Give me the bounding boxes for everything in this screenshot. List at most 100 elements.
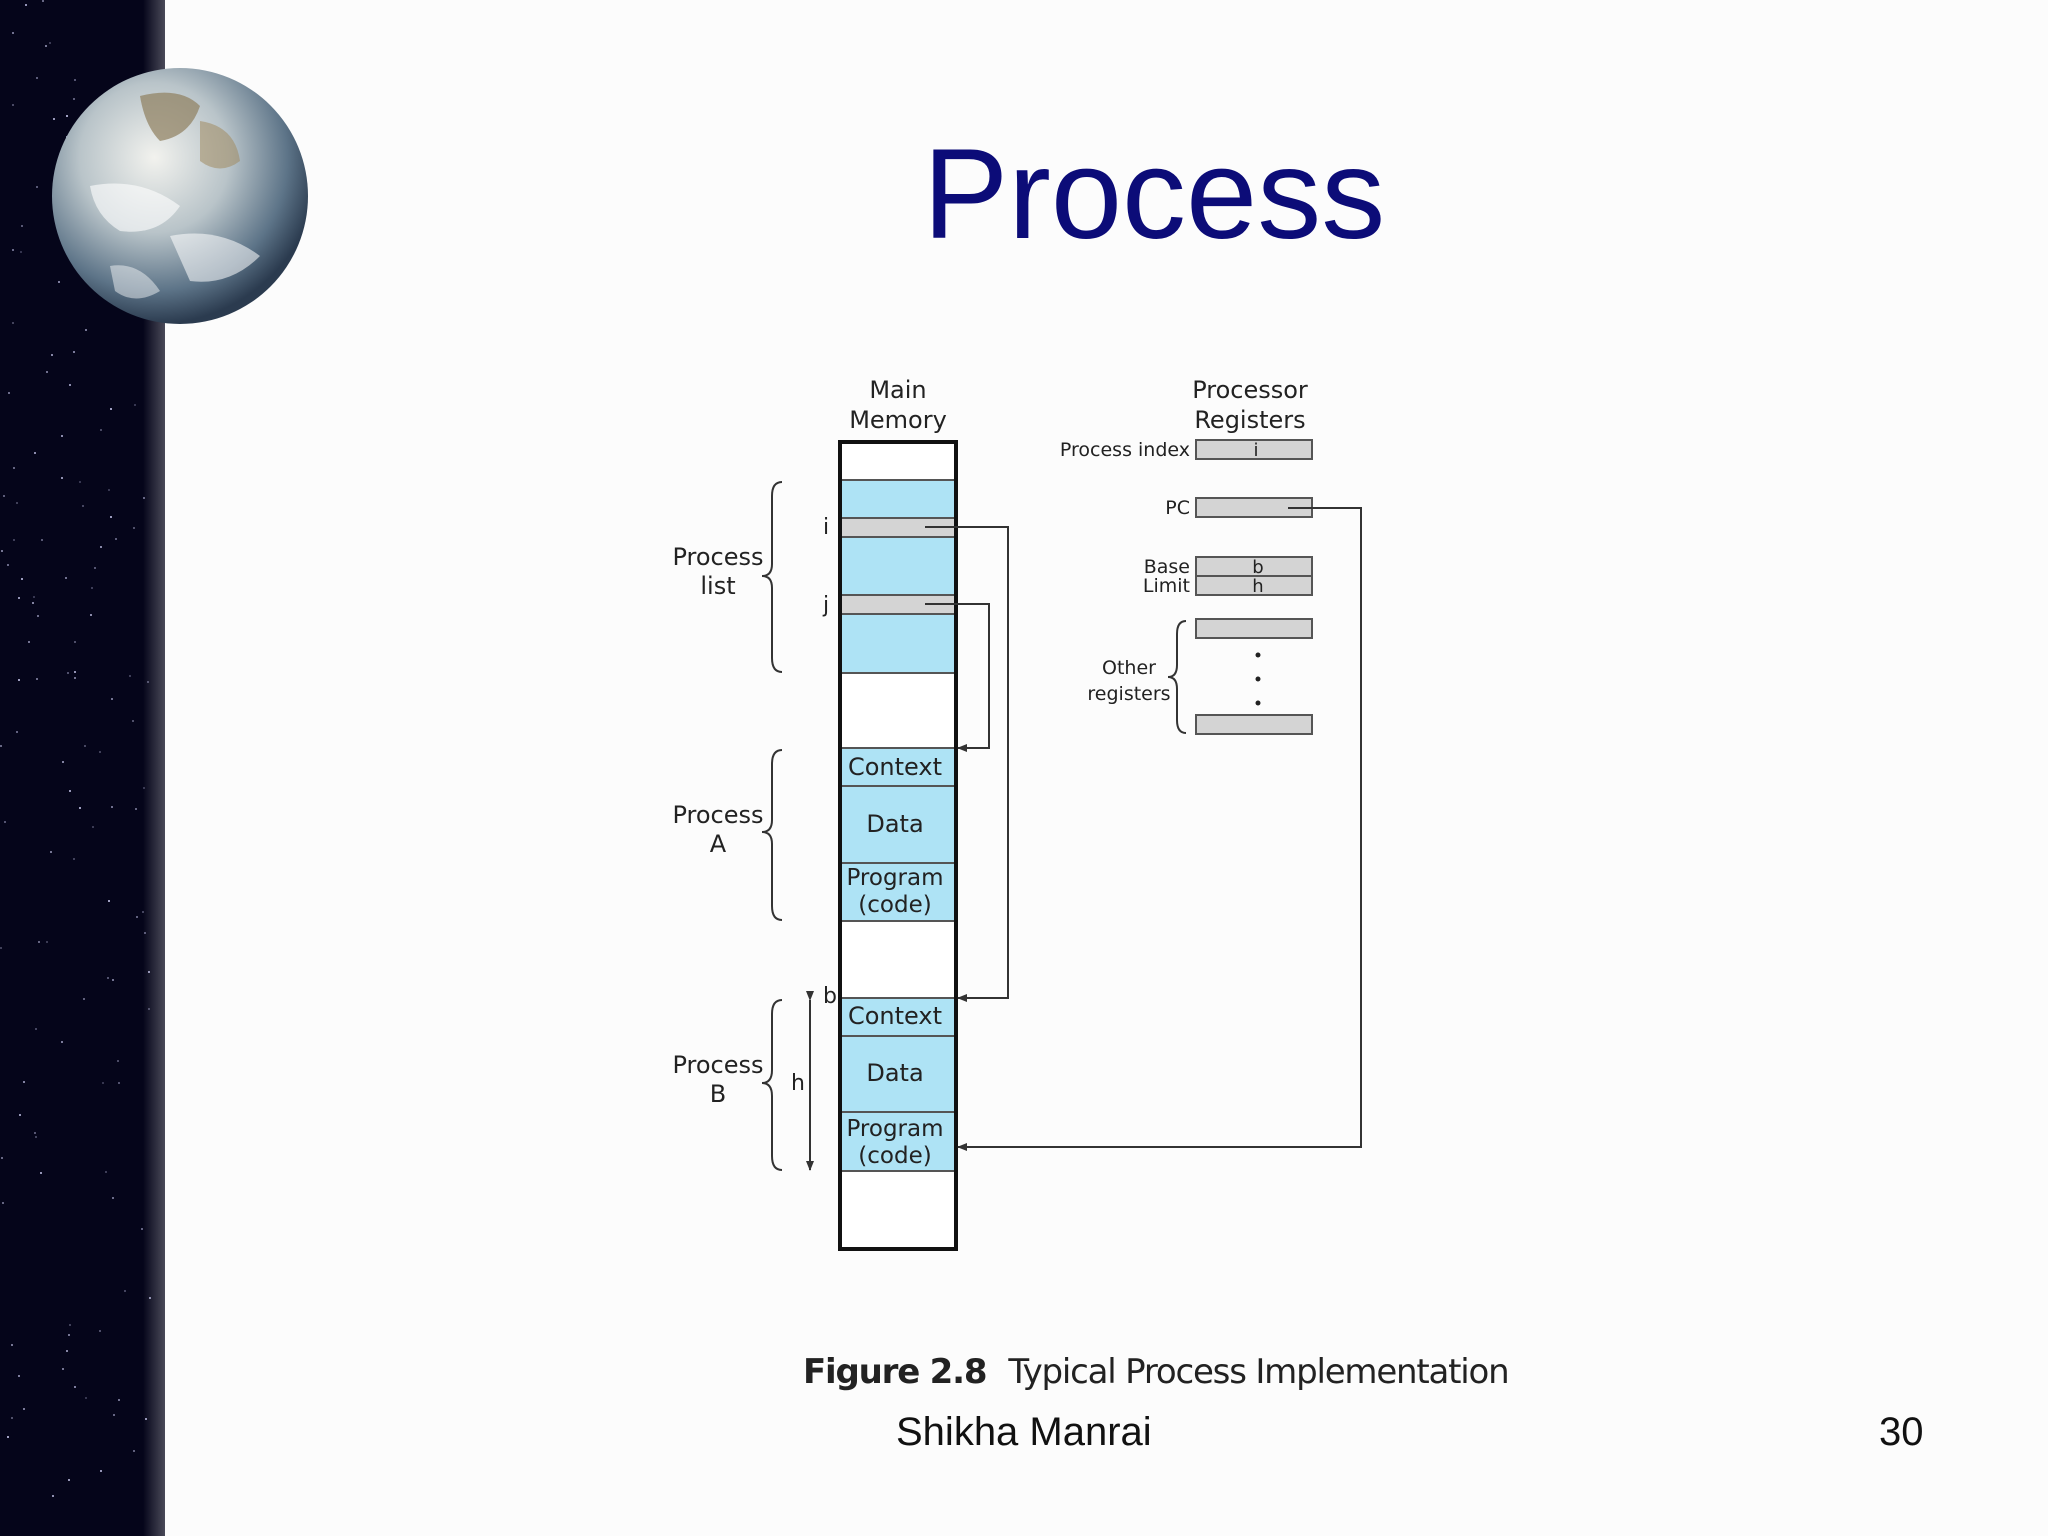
star-dot — [36, 186, 38, 188]
star-dot — [82, 505, 84, 507]
star-dot — [7, 1436, 9, 1438]
process-b-code-label: (code) — [858, 1143, 931, 1169]
star-dot — [73, 351, 75, 353]
process-a-label-line2: A — [710, 830, 727, 858]
star-dot — [21, 578, 23, 580]
star-dot — [13, 539, 15, 541]
star-dot — [1, 1157, 3, 1159]
star-dot — [66, 1350, 68, 1352]
ellipsis-dot-1 — [1255, 652, 1261, 658]
process-a-data-label: Data — [866, 810, 923, 838]
star-dot — [112, 979, 114, 981]
star-dot — [94, 567, 96, 569]
star-dot — [100, 546, 102, 548]
pc-arrow — [957, 507, 1362, 1151]
star-dot — [45, 45, 47, 47]
pointer-j-arrow — [925, 603, 990, 752]
star-dot — [74, 79, 76, 81]
star-dot — [18, 597, 20, 599]
process-a-label-line1: Process — [672, 801, 763, 829]
star-dot — [58, 281, 60, 283]
star-dot — [3, 495, 5, 497]
star-dot — [42, 0, 44, 2]
process-list-brace — [761, 481, 783, 673]
star-dot — [49, 42, 51, 44]
star-dot — [100, 1470, 102, 1472]
star-dot — [34, 452, 36, 454]
star-dot — [107, 977, 109, 979]
process-b-label-line2: B — [710, 1080, 726, 1108]
star-dot — [12, 32, 14, 34]
star-dot — [23, 1408, 25, 1410]
star-dot — [73, 98, 75, 100]
process-b-context-label: Context — [848, 1002, 942, 1030]
star-dot — [110, 408, 112, 410]
star-dot — [99, 1330, 101, 1332]
star-dot — [148, 971, 150, 973]
star-dot — [92, 826, 94, 828]
main-memory-header-line1: Main — [869, 376, 926, 404]
process-a-context-label: Context — [848, 753, 942, 781]
star-dot — [38, 941, 40, 943]
process-b-data-label: Data — [866, 1059, 923, 1087]
star-dot — [16, 502, 18, 504]
star-dot — [69, 1324, 71, 1326]
star-dot — [52, 1495, 54, 1497]
space-edge-fade — [143, 0, 165, 1536]
star-dot — [142, 911, 144, 913]
processor-registers-header-line2: Registers — [1194, 406, 1305, 434]
other-register-bottom — [1195, 714, 1313, 735]
star-dot — [99, 751, 101, 753]
star-dot — [34, 1132, 36, 1134]
star-dot — [143, 787, 145, 789]
pc-label: PC — [1165, 497, 1190, 519]
pointer-i-arrow — [925, 526, 1009, 1002]
limit-label: Limit — [1143, 575, 1190, 597]
slide-page-number: 30 — [1879, 1410, 1924, 1454]
slide-title: Process — [922, 123, 1386, 266]
process-a-code-label: (code) — [858, 892, 931, 918]
star-dot — [113, 1414, 115, 1416]
star-dot — [136, 916, 138, 918]
star-dot — [90, 614, 92, 616]
pointer-i-label: i — [823, 515, 829, 540]
limit-value: h — [1252, 576, 1263, 597]
star-dot — [11, 1344, 13, 1346]
process-index-value: i — [1253, 440, 1258, 461]
star-dot — [61, 1041, 63, 1043]
star-dot — [105, 1171, 107, 1173]
figure-caption-text: Typical Process Implementation — [1008, 1352, 1509, 1392]
star-dot — [61, 477, 63, 479]
star-dot — [111, 698, 113, 700]
star-dot — [141, 1228, 143, 1230]
pointer-j-label: j — [822, 593, 829, 618]
star-dot — [0, 947, 2, 949]
star-dot — [143, 497, 145, 499]
star-dot — [32, 602, 34, 604]
star-dot — [28, 641, 30, 643]
star-dot — [53, 118, 55, 120]
other-registers-brace — [1167, 620, 1187, 734]
ellipsis-dot-3 — [1255, 700, 1261, 706]
star-dot — [79, 807, 81, 809]
star-dot — [65, 577, 67, 579]
other-registers-label-line1: Other — [1102, 657, 1156, 679]
process-a-program-label: Program — [846, 865, 943, 891]
star-dot — [74, 671, 76, 673]
ellipsis-dot-2 — [1255, 676, 1261, 682]
star-dot — [62, 761, 64, 763]
star-dot — [68, 1479, 70, 1481]
star-dot — [135, 808, 137, 810]
star-dot — [69, 790, 71, 792]
main-memory-header-line2: Memory — [849, 406, 947, 434]
other-register-top — [1195, 618, 1313, 639]
star-dot — [124, 1290, 126, 1292]
star-dot — [19, 1114, 21, 1116]
star-dot — [115, 538, 117, 540]
star-dot — [111, 806, 113, 808]
star-dot — [66, 115, 68, 117]
star-dot — [4, 821, 6, 823]
star-dot — [7, 564, 9, 566]
star-dot — [148, 1008, 150, 1010]
star-dot — [16, 731, 18, 733]
